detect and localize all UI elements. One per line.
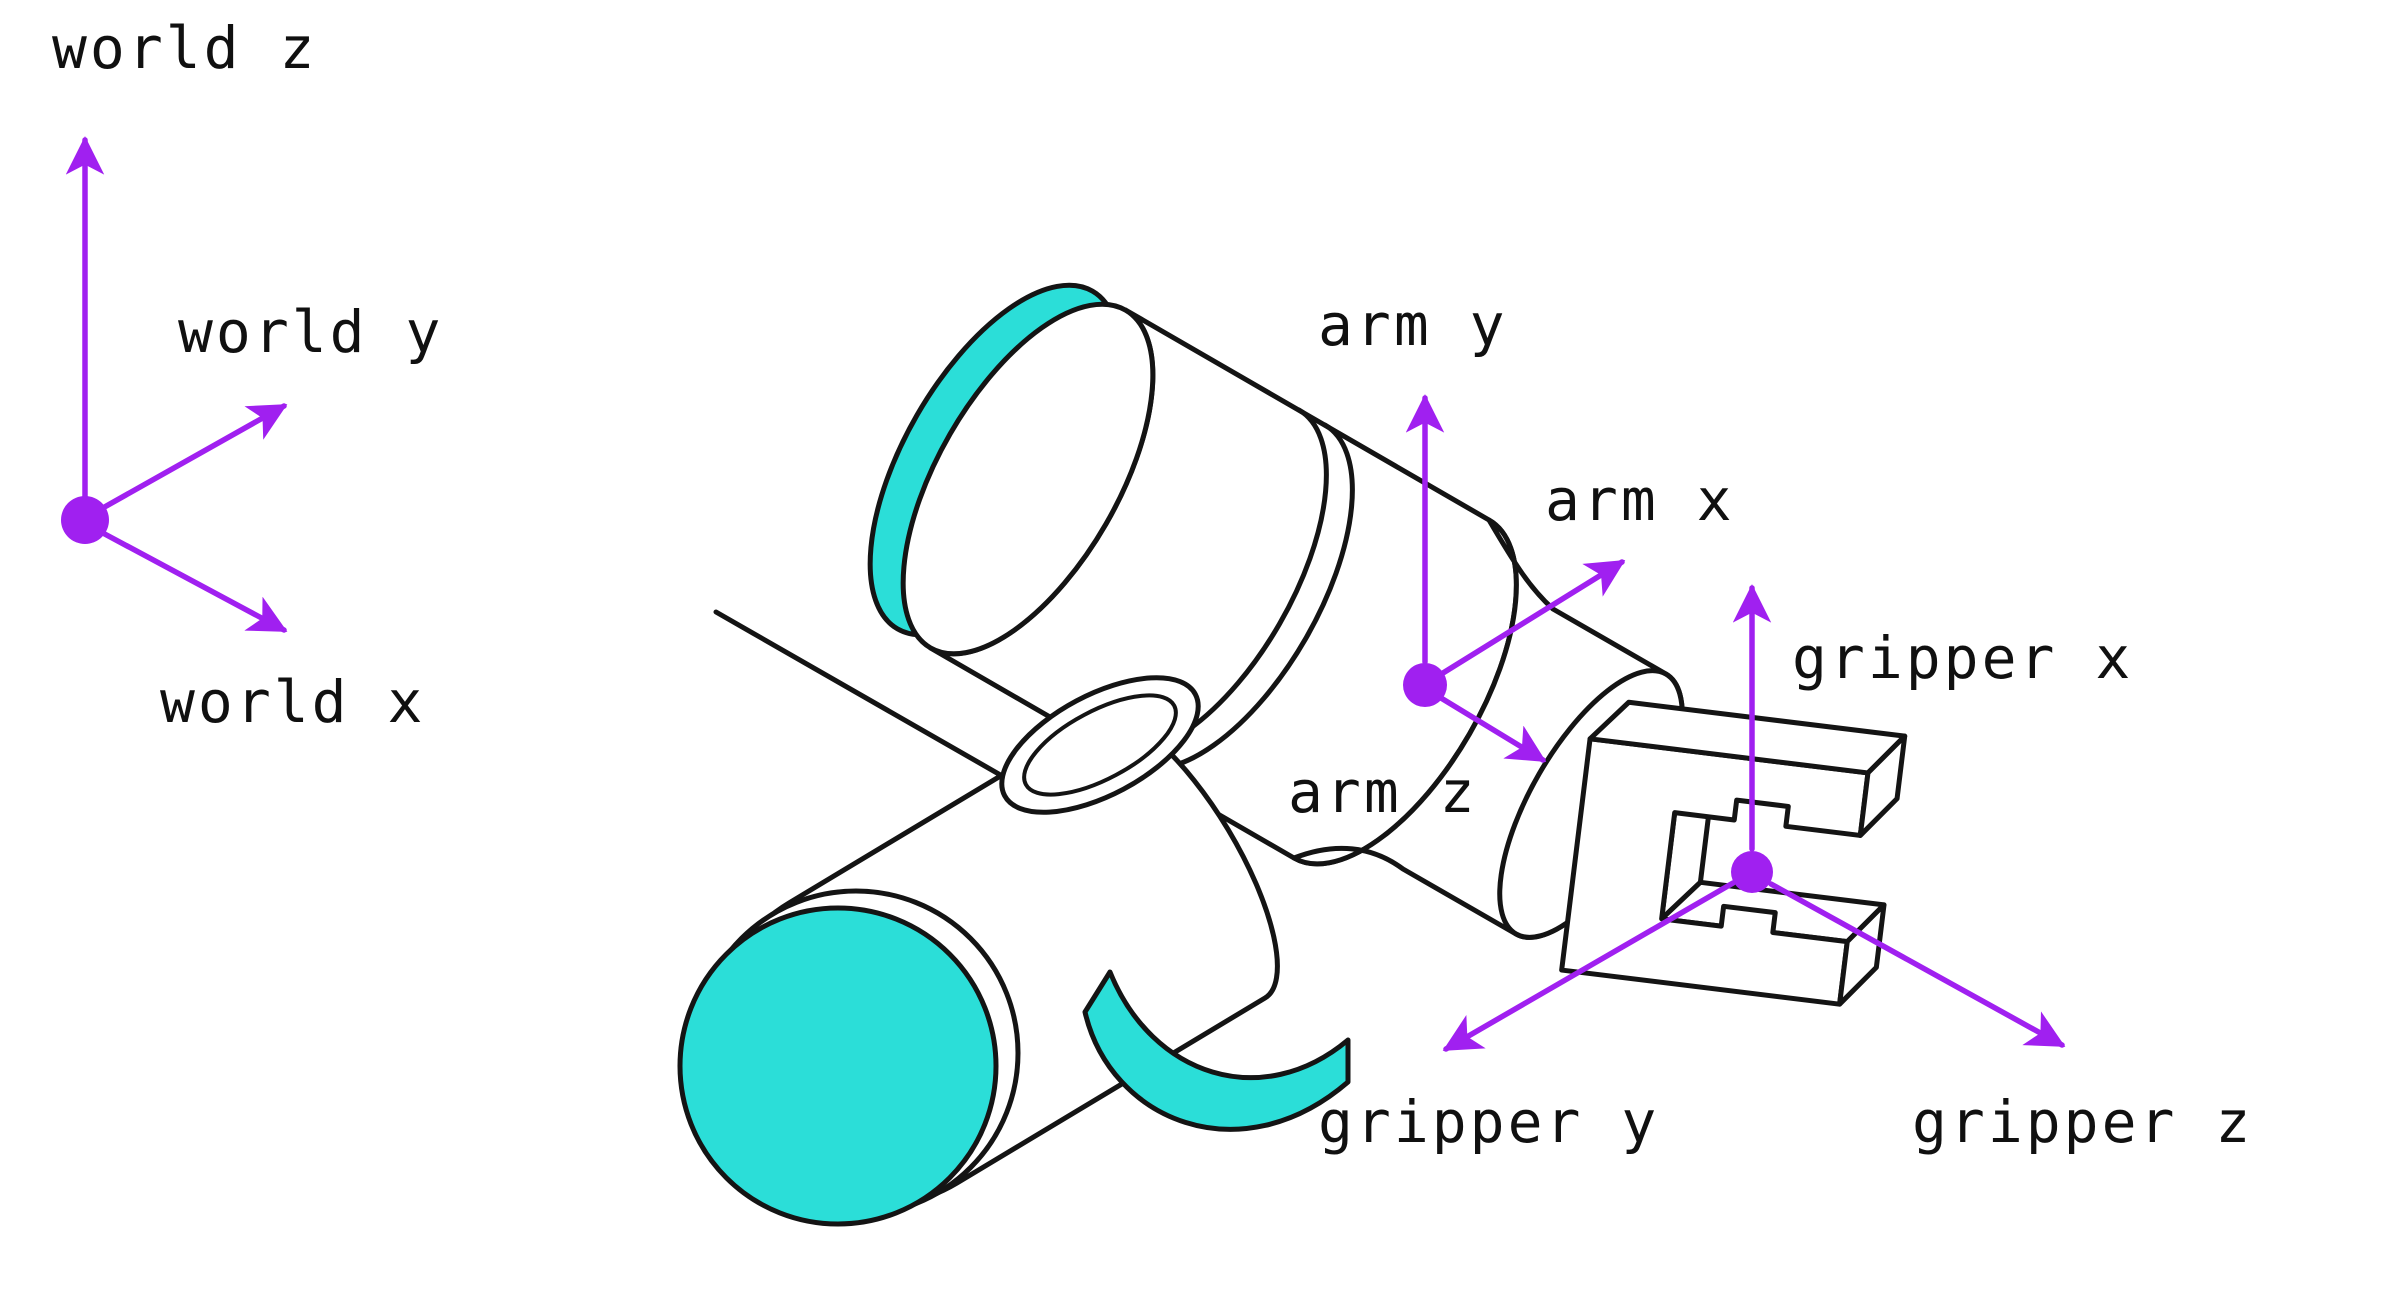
shoulder-joint-inner-ring bbox=[1022, 693, 1178, 797]
world-y-axis-arrow bbox=[98, 403, 288, 512]
arm-frame bbox=[1403, 394, 1626, 763]
arm-x-label: arm x bbox=[1545, 466, 1735, 534]
world-y-label: world y bbox=[178, 298, 443, 366]
gripper-y-axis-arrow bbox=[1442, 880, 1736, 1052]
gripper-claw bbox=[1559, 699, 1908, 1007]
world-x-axis-arrow bbox=[98, 529, 288, 633]
arm-x-axis-arrow bbox=[1440, 559, 1626, 676]
arm-y-label: arm y bbox=[1318, 291, 1508, 359]
gripper-frame bbox=[1442, 584, 2066, 1052]
upper-arm-cap-rim bbox=[900, 301, 1156, 657]
gripper-origin-dot bbox=[1731, 851, 1773, 893]
arm-z-label: arm z bbox=[1288, 758, 1478, 826]
gripper-lower-finger-end bbox=[1837, 902, 1887, 1007]
shoulder-cyan-collar bbox=[1082, 969, 1351, 1132]
gripper-z-label: gripper z bbox=[1912, 1088, 2253, 1156]
gripper-z-axis-arrow bbox=[1768, 881, 2066, 1048]
gripper-upper-finger-end bbox=[1857, 733, 1908, 838]
shoulder-joint-collar bbox=[999, 675, 1201, 815]
world-frame bbox=[61, 136, 288, 633]
frame-labels: world z world y world x arm y arm x arm … bbox=[52, 14, 2253, 1156]
world-x-label: world x bbox=[160, 668, 425, 736]
base-cylinder-cyan-face bbox=[677, 905, 999, 1227]
gripper-y-label: gripper y bbox=[1318, 1088, 1659, 1156]
world-origin-dot bbox=[61, 496, 109, 544]
arm-origin-dot bbox=[1403, 663, 1447, 707]
world-z-label: world z bbox=[52, 14, 317, 82]
arm-z-axis-arrow bbox=[1438, 695, 1547, 763]
gripper-x-label: gripper x bbox=[1792, 624, 2133, 692]
